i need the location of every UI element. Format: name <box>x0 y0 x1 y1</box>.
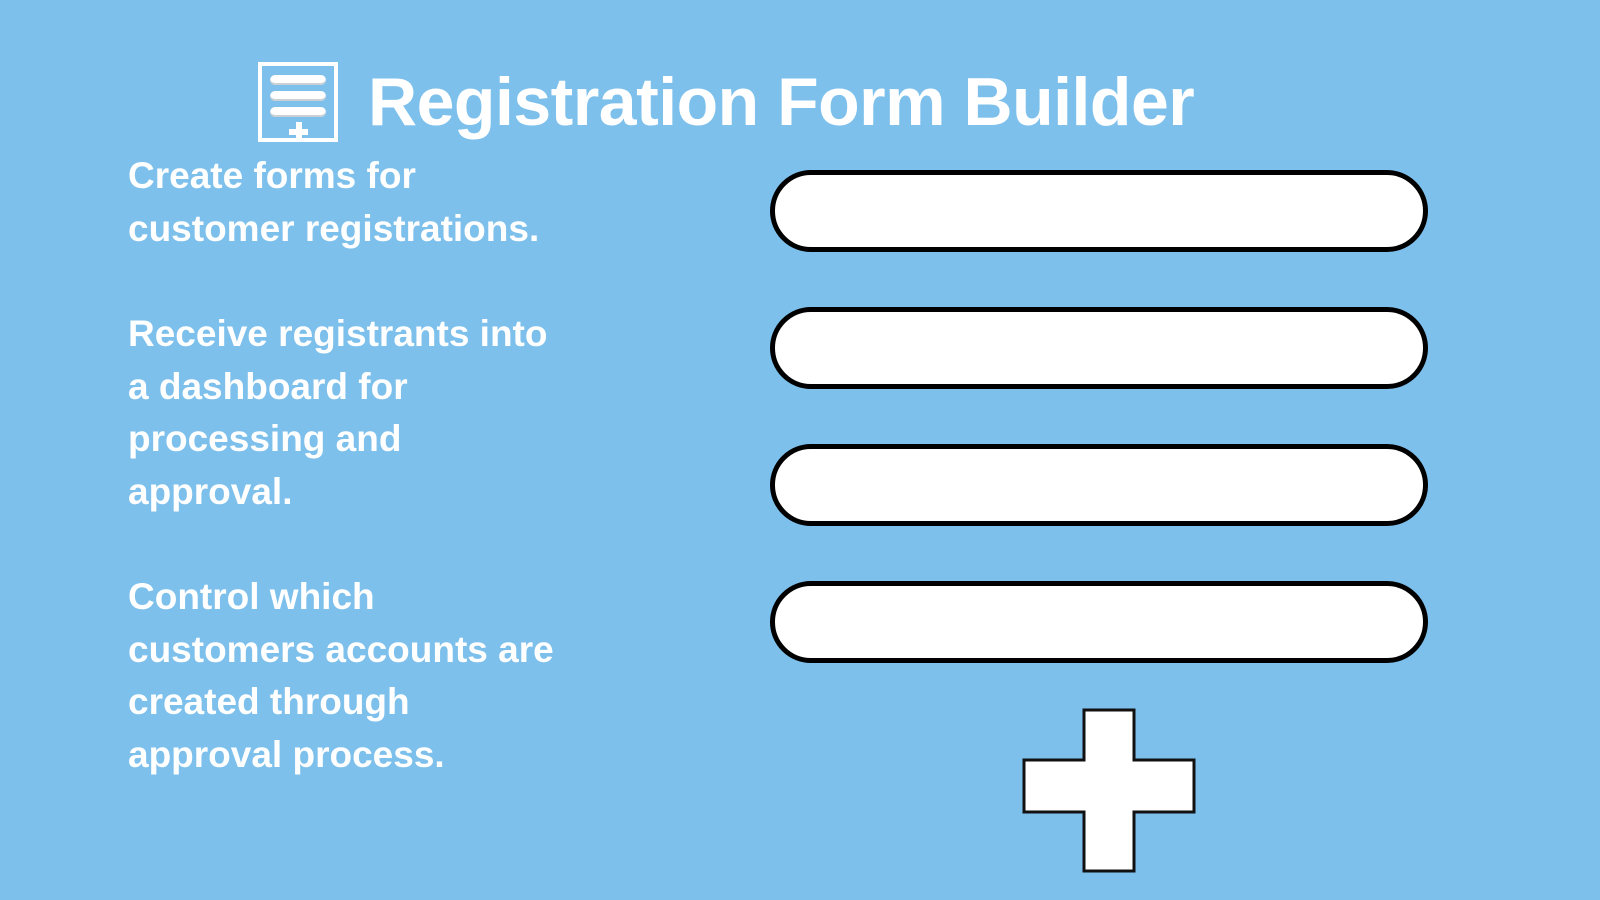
form-field-3[interactable] <box>770 444 1428 526</box>
logo-plus-icon <box>288 122 308 142</box>
logo-bar-1 <box>270 74 326 85</box>
plus-icon <box>1022 708 1196 873</box>
description-list: Create forms for customer registrations.… <box>128 150 688 781</box>
header: Registration Form Builder <box>258 22 1195 181</box>
logo-bar-2 <box>270 90 326 102</box>
description-control-accounts: Control which customers accounts are cre… <box>128 576 554 775</box>
logo-bar-3 <box>270 107 326 118</box>
form-field-2[interactable] <box>770 307 1428 389</box>
form-builder-icon <box>258 61 338 142</box>
description-receive-registrants: Receive registrants into a dashboard for… <box>128 313 548 512</box>
add-field-button[interactable] <box>1022 708 1196 873</box>
form-field-4[interactable] <box>770 581 1428 663</box>
page-title: Registration Form Builder <box>368 63 1195 140</box>
form-field-list <box>770 170 1430 663</box>
form-field-1[interactable] <box>770 170 1428 252</box>
description-create-forms: Create forms for customer registrations. <box>128 155 540 249</box>
